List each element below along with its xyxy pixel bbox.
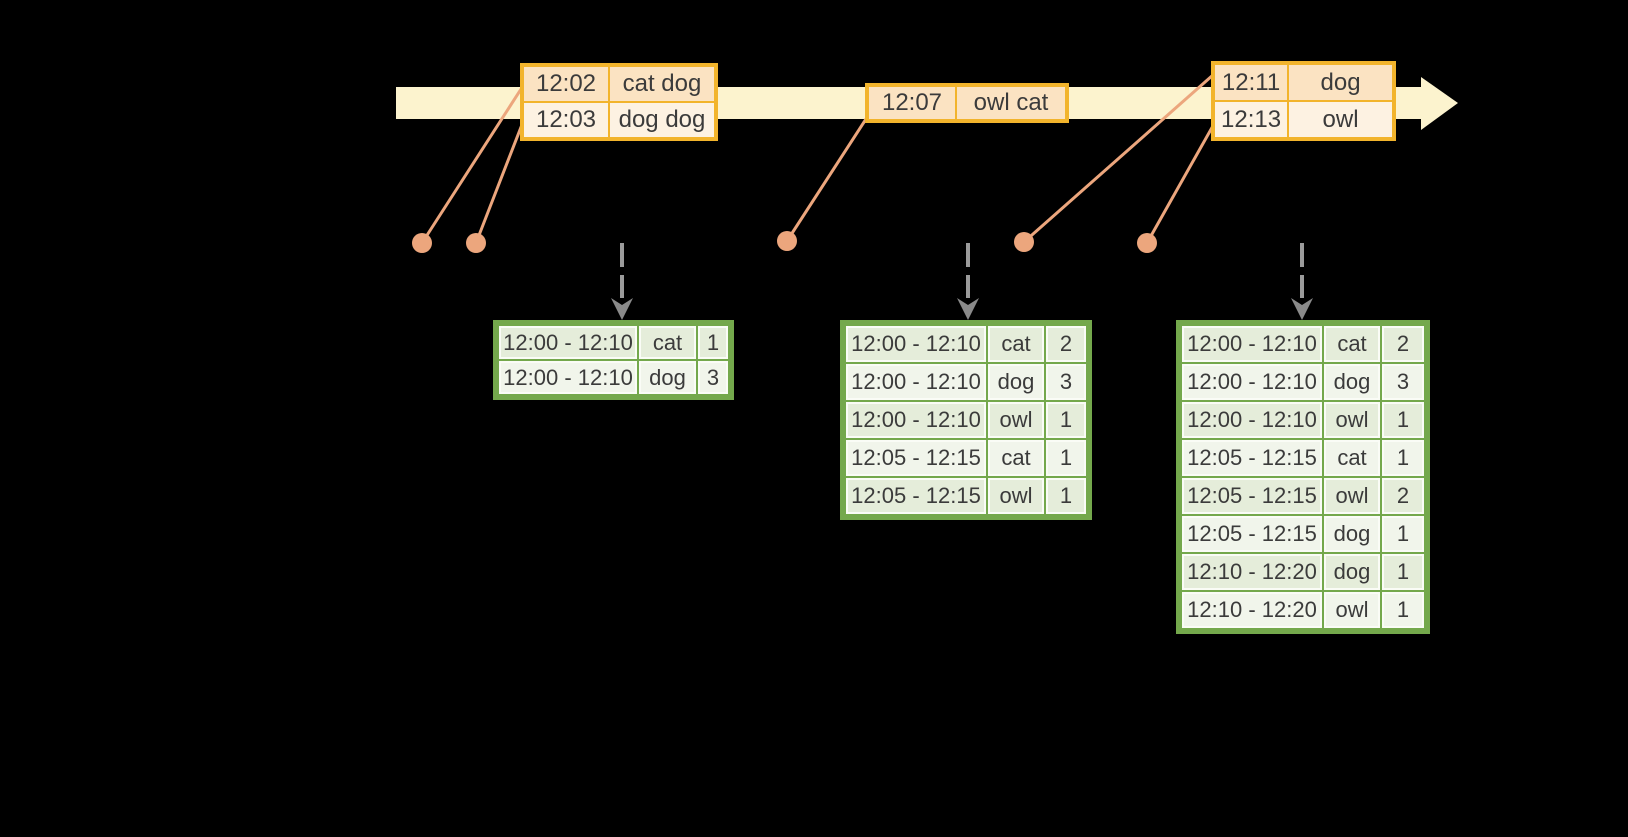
event-words-cell: dog dog	[610, 103, 714, 137]
window-cell: 12:00 - 12:10	[1182, 402, 1322, 438]
event-time-cell: 12:02	[524, 67, 608, 101]
event-connector-line	[1023, 73, 1214, 244]
count-cell: 3	[1046, 364, 1086, 400]
count-cell: 1	[1382, 402, 1424, 438]
event-words-cell: owl cat	[957, 87, 1065, 119]
event-dot	[466, 233, 486, 253]
word-cell: owl	[1324, 478, 1380, 514]
result-table-2: 12:00 - 12:10 cat 2 12:00 - 12:10 dog 3 …	[840, 320, 1092, 520]
event-connector-line	[420, 85, 525, 244]
event-time-cell: 12:13	[1215, 102, 1288, 137]
event-connector-line	[785, 118, 868, 242]
event-words-cell: owl	[1289, 102, 1393, 137]
table-row: 12:00 - 12:10 owl 1	[1182, 402, 1424, 438]
trigger-arrow	[611, 243, 633, 320]
trigger-arrow	[1291, 243, 1313, 320]
table-row: 12:00 - 12:10 dog 3	[846, 364, 1086, 400]
table-row: 12:10 - 12:20 owl 1	[1182, 592, 1424, 628]
count-cell: 3	[698, 361, 728, 394]
window-cell: 12:05 - 12:15	[1182, 516, 1322, 552]
window-cell: 12:00 - 12:10	[499, 326, 637, 359]
table-row: 12:02 cat dog	[524, 67, 714, 101]
table-row: 12:00 - 12:10 cat 1	[499, 326, 728, 359]
table-row: 12:00 - 12:10 cat 2	[846, 326, 1086, 362]
window-cell: 12:05 - 12:15	[846, 478, 986, 514]
table-row: 12:05 - 12:15 dog 1	[1182, 516, 1424, 552]
table-row: 12:07 owl cat	[869, 87, 1065, 119]
event-connector-line	[1145, 123, 1216, 244]
word-cell: dog	[639, 361, 696, 394]
word-cell: cat	[988, 440, 1044, 476]
table-row: 12:05 - 12:15 cat 1	[846, 440, 1086, 476]
table-row: 12:00 - 12:10 dog 3	[499, 361, 728, 394]
window-cell: 12:00 - 12:10	[846, 402, 986, 438]
word-cell: dog	[1324, 364, 1380, 400]
event-dot	[412, 233, 432, 253]
table-row: 12:11 dog	[1215, 65, 1393, 100]
trigger-arrowhead-icon	[611, 298, 633, 320]
result-table-3: 12:00 - 12:10 cat 2 12:00 - 12:10 dog 3 …	[1176, 320, 1430, 634]
word-cell: cat	[988, 326, 1044, 362]
word-cell: dog	[1324, 554, 1380, 590]
word-cell: dog	[988, 364, 1044, 400]
count-cell: 1	[1046, 440, 1086, 476]
table-row: 12:03 dog dog	[524, 103, 714, 137]
event-dot	[1137, 233, 1157, 253]
event-table-3: 12:11 dog 12:13 owl	[1211, 61, 1397, 141]
event-dot	[1014, 232, 1034, 252]
window-cell: 12:00 - 12:10	[846, 326, 986, 362]
count-cell: 1	[1382, 554, 1424, 590]
word-cell: cat	[1324, 326, 1380, 362]
count-cell: 1	[1382, 516, 1424, 552]
word-cell: cat	[639, 326, 696, 359]
count-cell: 1	[1382, 592, 1424, 628]
count-cell: 1	[1046, 402, 1086, 438]
word-cell: owl	[1324, 402, 1380, 438]
trigger-arrowhead-icon	[957, 298, 979, 320]
table-row: 12:13 owl	[1215, 102, 1393, 137]
count-cell: 3	[1382, 364, 1424, 400]
event-table-1: 12:02 cat dog 12:03 dog dog	[520, 63, 718, 141]
result-table-1: 12:00 - 12:10 cat 1 12:00 - 12:10 dog 3	[493, 320, 734, 400]
event-time-cell: 12:07	[869, 87, 955, 119]
word-cell: owl	[988, 402, 1044, 438]
count-cell: 2	[1382, 478, 1424, 514]
window-cell: 12:05 - 12:15	[1182, 478, 1322, 514]
window-cell: 12:00 - 12:10	[1182, 364, 1322, 400]
event-words-cell: dog	[1289, 65, 1393, 100]
table-row: 12:05 - 12:15 owl 2	[1182, 478, 1424, 514]
word-cell: owl	[988, 478, 1044, 514]
word-cell: owl	[1324, 592, 1380, 628]
window-cell: 12:05 - 12:15	[846, 440, 986, 476]
count-cell: 1	[698, 326, 728, 359]
table-row: 12:00 - 12:10 cat 2	[1182, 326, 1424, 362]
window-cell: 12:10 - 12:20	[1182, 592, 1322, 628]
window-cell: 12:00 - 12:10	[846, 364, 986, 400]
trigger-arrowhead-icon	[1291, 298, 1313, 320]
word-cell: cat	[1324, 440, 1380, 476]
count-cell: 2	[1046, 326, 1086, 362]
table-row: 12:00 - 12:10 dog 3	[1182, 364, 1424, 400]
event-words-cell: cat dog	[610, 67, 714, 101]
window-cell: 12:10 - 12:20	[1182, 554, 1322, 590]
event-time-cell: 12:11	[1215, 65, 1288, 100]
window-cell: 12:00 - 12:10	[1182, 326, 1322, 362]
window-cell: 12:00 - 12:10	[499, 361, 637, 394]
table-row: 12:05 - 12:15 cat 1	[1182, 440, 1424, 476]
timeline-arrowhead-icon	[1421, 77, 1458, 130]
table-row: 12:05 - 12:15 owl 1	[846, 478, 1086, 514]
trigger-arrow	[957, 243, 979, 320]
event-time-cell: 12:03	[524, 103, 608, 137]
table-row: 12:00 - 12:10 owl 1	[846, 402, 1086, 438]
table-row: 12:10 - 12:20 dog 1	[1182, 554, 1424, 590]
event-dot	[777, 231, 797, 251]
count-cell: 2	[1382, 326, 1424, 362]
window-cell: 12:05 - 12:15	[1182, 440, 1322, 476]
event-table-2: 12:07 owl cat	[865, 83, 1069, 123]
event-connector-line	[474, 121, 525, 244]
count-cell: 1	[1382, 440, 1424, 476]
word-cell: dog	[1324, 516, 1380, 552]
count-cell: 1	[1046, 478, 1086, 514]
